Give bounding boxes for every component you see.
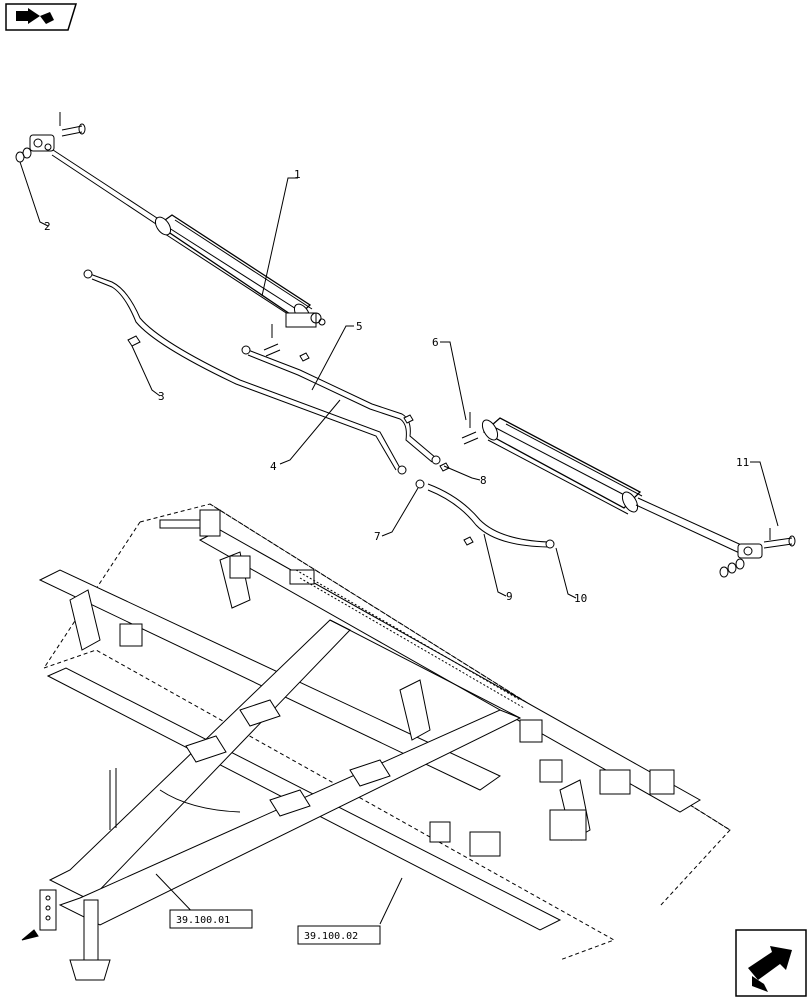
callout-5: 5 xyxy=(356,320,363,333)
reference-box-2[interactable]: 39.100.02 xyxy=(297,925,381,945)
next-page-arrow-icon[interactable] xyxy=(735,929,807,997)
callout-1: 1 xyxy=(294,168,301,181)
hydraulic-lines xyxy=(83,269,555,549)
lower-hydraulic-cylinder xyxy=(461,412,796,578)
reference-box-1[interactable]: 39.100.01 xyxy=(169,909,253,929)
callout-9: 9 xyxy=(506,590,513,603)
callout-11: 11 xyxy=(736,456,749,469)
callout-10: 10 xyxy=(574,592,587,605)
section-arrow-icon[interactable] xyxy=(5,3,78,31)
reference-label-2: 39.100.02 xyxy=(304,931,358,942)
upper-hydraulic-cylinder xyxy=(15,112,326,357)
callout-6: 6 xyxy=(432,336,439,349)
callout-8: 8 xyxy=(480,474,487,487)
callout-3: 3 xyxy=(158,390,165,403)
reference-label-1: 39.100.01 xyxy=(176,915,230,926)
frame-assembly xyxy=(21,503,731,981)
callout-2: 2 xyxy=(44,220,51,233)
callout-7: 7 xyxy=(374,530,381,543)
callout-4: 4 xyxy=(270,460,277,473)
leader-lines xyxy=(19,161,779,925)
